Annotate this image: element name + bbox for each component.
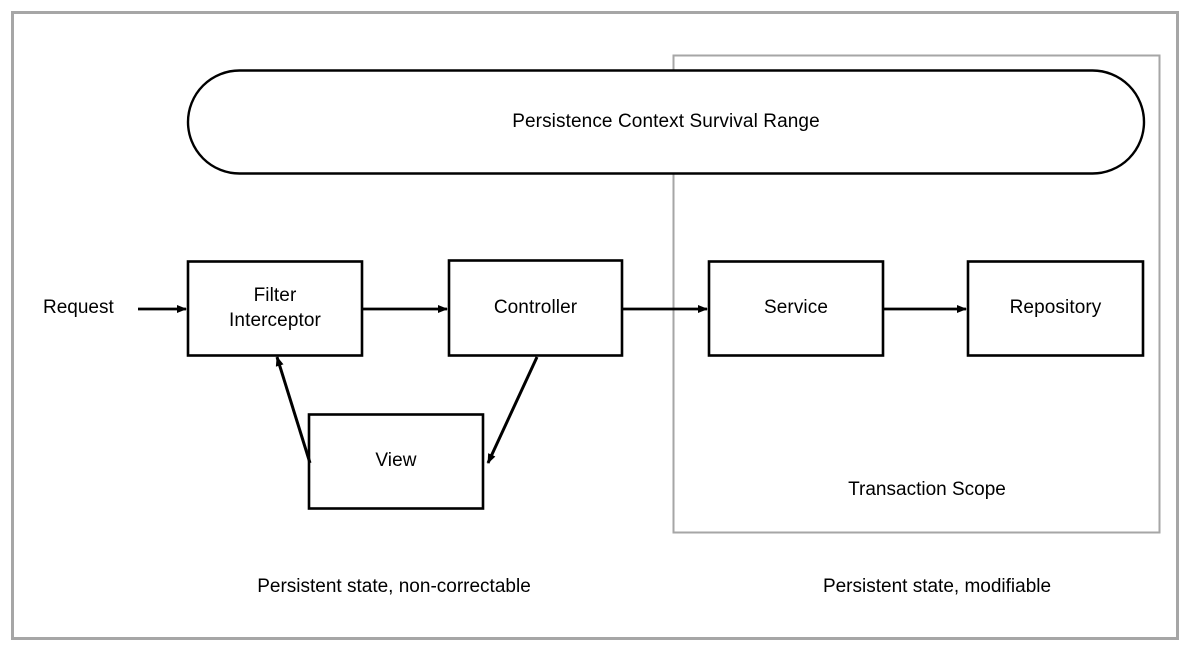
- node-box-view: [307, 413, 485, 510]
- transaction-scope-box: [672, 54, 1161, 534]
- caption-left: Persistent state, non-correctable: [257, 576, 531, 597]
- edge-view-to-filter: [275, 356, 312, 464]
- caption-right: Persistent state, modifiable: [822, 576, 1052, 597]
- node-box-controller: [447, 259, 624, 357]
- request-label: Request: [43, 297, 114, 318]
- persistence-context-box: [186, 69, 1146, 175]
- node-box-filter-interceptor: [186, 260, 364, 357]
- node-box-repository: [966, 260, 1145, 357]
- edge-controller-to-view: [486, 356, 539, 464]
- transaction-scope-label: Transaction Scope: [848, 479, 1006, 500]
- node-box-service: [707, 260, 885, 357]
